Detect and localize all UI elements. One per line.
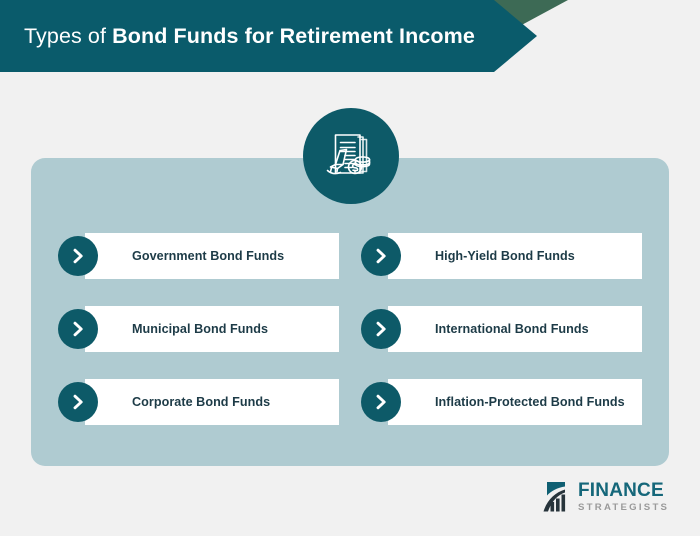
list-item[interactable]: High-Yield Bond Funds — [361, 233, 642, 280]
list-item[interactable]: Inflation-Protected Bond Funds — [361, 378, 642, 425]
list-item-card[interactable]: High-Yield Bond Funds — [388, 233, 642, 280]
chevron-right-icon — [58, 308, 98, 349]
list-item[interactable]: Corporate Bond Funds — [58, 378, 339, 425]
list-item[interactable]: International Bond Funds — [361, 305, 642, 352]
brand-logo: FINANCE STRATEGISTS — [535, 478, 680, 516]
list-item-card[interactable]: Corporate Bond Funds — [85, 378, 339, 425]
list-item[interactable]: Government Bond Funds — [58, 233, 339, 280]
list-item-card[interactable]: Municipal Bond Funds — [85, 305, 339, 352]
list-item-label: Corporate Bond Funds — [132, 394, 271, 409]
brand-subtitle: STRATEGISTS — [578, 502, 670, 514]
chevron-right-icon — [361, 236, 401, 277]
list-item-card[interactable]: Inflation-Protected Bond Funds — [388, 378, 642, 425]
bond-fund-types-list: Government Bond Funds High-Yield Bond Fu… — [31, 158, 669, 466]
bond-certificate-rocking-chair-coins-icon — [303, 108, 399, 204]
list-item-card[interactable]: Government Bond Funds — [85, 233, 339, 280]
page-title-light: Types of — [24, 23, 113, 48]
brand-logo-text: FINANCE STRATEGISTS — [578, 481, 669, 513]
brand-name: FINANCE — [578, 480, 664, 502]
finance-strategists-bridge-mark — [543, 482, 566, 512]
chevron-right-icon — [361, 308, 401, 349]
header-banner: Types of Bond Funds for Retirement Incom… — [0, 0, 537, 72]
chevron-right-icon — [361, 381, 401, 422]
list-item[interactable]: Municipal Bond Funds — [58, 305, 339, 352]
chevron-right-icon — [58, 381, 98, 422]
page-title-bold: Bond Funds for Retirement Income — [112, 23, 475, 48]
list-item-label: International Bond Funds — [435, 321, 589, 336]
list-item-label: Government Bond Funds — [132, 249, 285, 264]
page-title: Types of Bond Funds for Retirement Incom… — [24, 24, 475, 49]
list-item-label: Inflation-Protected Bond Funds — [435, 394, 625, 409]
list-item-card[interactable]: International Bond Funds — [388, 305, 642, 352]
header: Types of Bond Funds for Retirement Incom… — [0, 0, 700, 80]
chevron-right-icon — [58, 236, 98, 277]
list-item-label: High-Yield Bond Funds — [435, 249, 575, 264]
list-item-label: Municipal Bond Funds — [132, 321, 269, 336]
